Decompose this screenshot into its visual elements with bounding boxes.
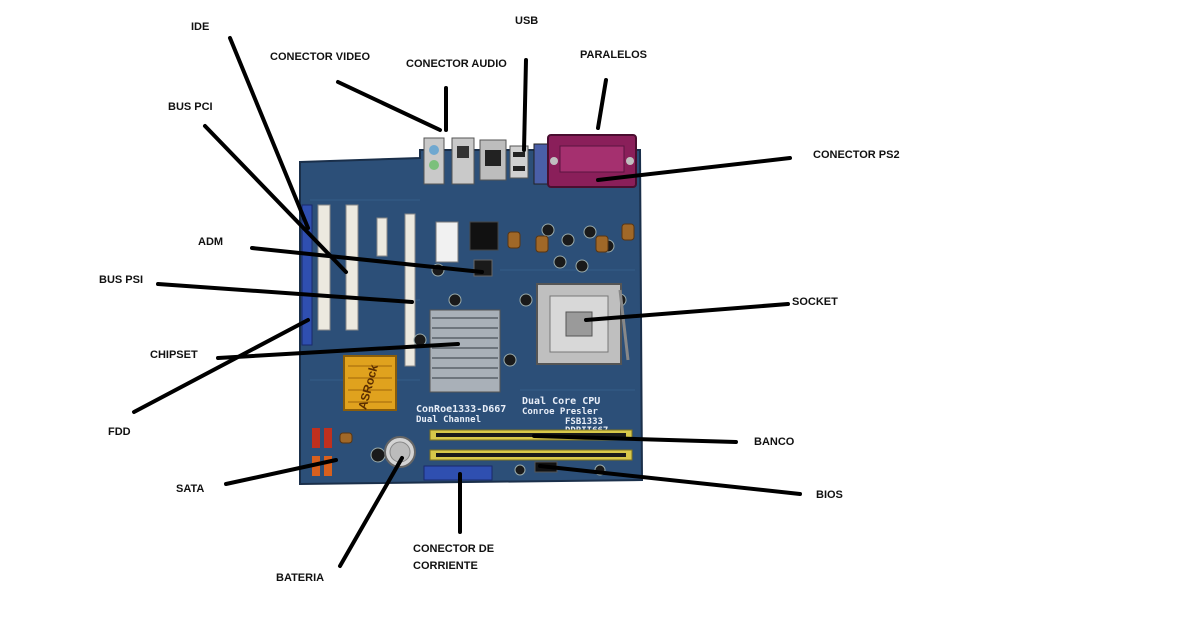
inductors: [339, 223, 635, 444]
leader-bios: [538, 464, 802, 496]
label-conector-corriente: CONECTOR DE CORRIENTE: [413, 543, 495, 572]
ram-slots: [429, 429, 633, 461]
label-usb: USB: [515, 15, 539, 27]
motherboard: ASRock ConRoe1333-D667 Dual Channel Dual…: [299, 134, 644, 486]
leader-chipset: [216, 342, 460, 360]
label-ide: IDE: [191, 21, 210, 33]
video-port: [451, 137, 475, 185]
ide-connector-board: [301, 204, 313, 346]
super-io-chip: [469, 221, 499, 251]
leader-bateria: [338, 456, 404, 568]
label-paralelos: PARALELOS: [580, 49, 648, 61]
board-cpu-text-2: Conroe Presler: [522, 407, 598, 417]
label-chipset: CHIPSET: [150, 349, 198, 361]
label-bateria: BATERIA: [276, 572, 325, 584]
leader-paralelos: [596, 78, 608, 130]
label-conector-audio: CONECTOR AUDIO: [406, 58, 507, 70]
label-socket: SOCKET: [792, 296, 838, 308]
leader-socket: [584, 302, 790, 322]
leader-lines: [132, 36, 802, 568]
leader-ide: [228, 36, 310, 230]
leader-fdd: [132, 318, 310, 414]
leader-banco: [532, 434, 738, 444]
board-cpu-text-3: FSB1333: [565, 417, 603, 427]
ps2-ports: [533, 143, 549, 185]
label-sata: SATA: [176, 483, 205, 495]
board-model-text: ConRoe1333-D667: [416, 404, 506, 415]
board-channel-text: Dual Channel: [416, 415, 481, 425]
label-bus-pci: BUS PCI: [168, 101, 213, 113]
leader-conector-ps2: [596, 156, 792, 182]
leader-adm: [250, 246, 484, 274]
leader-sata: [224, 458, 338, 486]
label-fdd: FDD: [108, 426, 131, 438]
atx-connector: [435, 221, 459, 263]
label-bus-psi: BUS PSI: [99, 274, 144, 286]
leader-bus-psi: [156, 282, 414, 304]
leader-usb: [522, 58, 528, 152]
label-adm: ADM: [198, 236, 224, 248]
cpu-socket: [536, 283, 630, 365]
leader-conector-video: [336, 80, 442, 132]
board-cpu-text-1: Dual Core CPU: [522, 396, 600, 407]
label-bios: BIOS: [816, 489, 843, 501]
leader-bus-pci: [203, 124, 348, 274]
chipset-heatsink: [429, 309, 501, 393]
label-conector-video: CONECTOR VIDEO: [270, 51, 371, 63]
cmos-battery: [384, 436, 416, 468]
label-banco: BANCO: [754, 436, 795, 448]
southbridge-heatsink: ASRock: [343, 355, 397, 411]
rear-io: [423, 134, 637, 188]
label-conector-ps2: CONECTOR PS2: [813, 149, 900, 161]
